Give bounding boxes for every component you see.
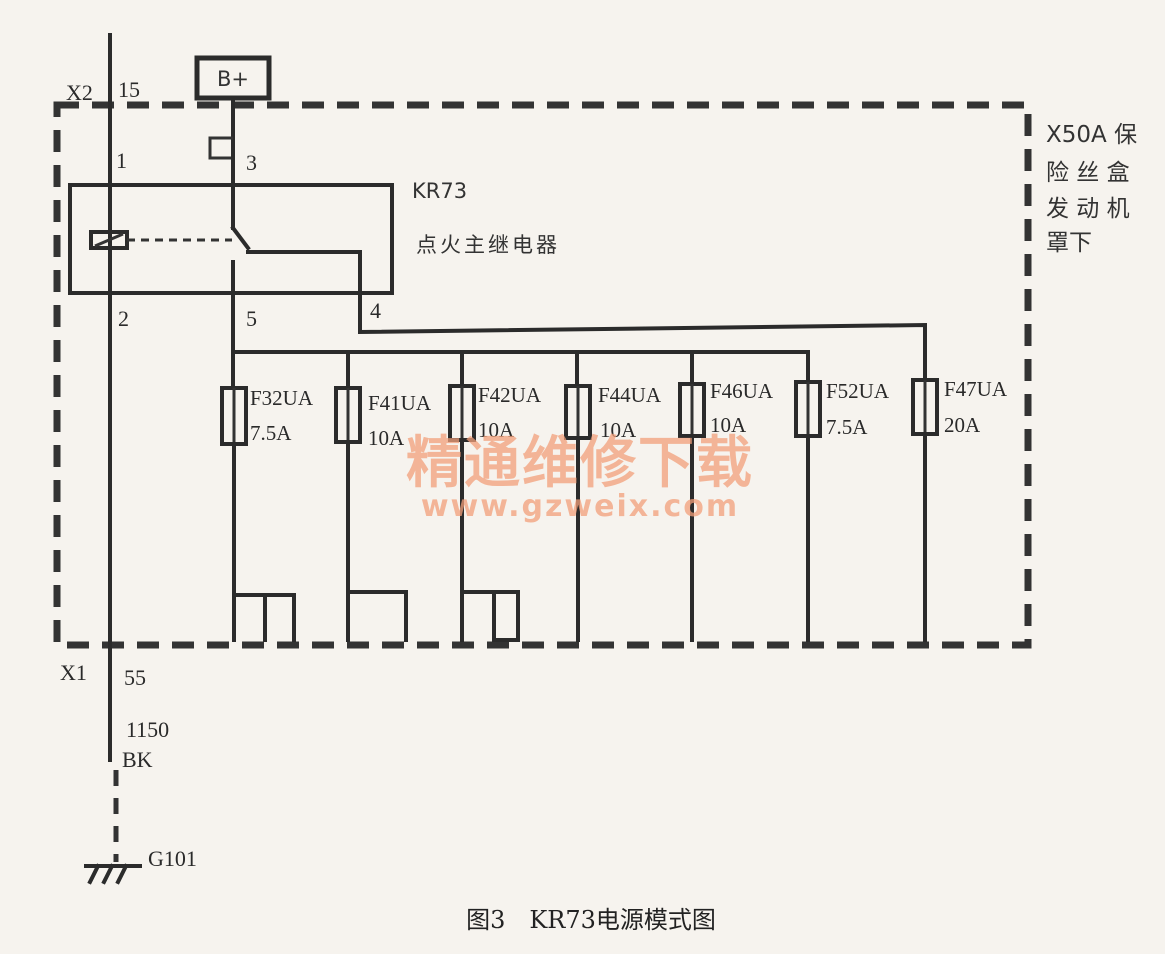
connector-x1-label: X1 [60,660,87,685]
fuse-f47ua-rating: 20A [944,413,981,437]
fuse-f42ua-rating: 10A [478,418,515,442]
pin-3-stub [208,136,233,160]
ground-wire-color: BK [122,747,153,772]
fuse-f42ua-name: F42UA [478,383,542,407]
figure-caption: 图3 KR73电源模式图 [466,906,716,934]
connector-x2-pin: 15 [118,77,140,102]
relay-pin-5-label: 5 [246,306,257,331]
ground-symbol [84,863,142,885]
svg-text:罩下: 罩下 [1046,230,1092,256]
relay-pin-1-label: 1 [116,148,127,173]
svg-text:X50A 保: X50A 保 [1046,122,1137,148]
fuse-f52ua-rating: 7.5A [826,415,868,439]
ground-label: G101 [148,846,197,871]
fuse-f44ua-name: F44UA [598,383,662,407]
bus-pin-4 [358,291,927,382]
relay-switch-blade [230,225,251,251]
fuse-f52ua-name: F52UA [826,379,890,403]
battery-positive-label: B+ [217,67,249,91]
connector-x1-pin: 55 [124,665,146,690]
fuse-f52ua [794,380,822,438]
fuse-f47ua-name: F47UA [944,377,1008,401]
fuse-f46ua-name: F46UA [710,379,774,403]
fuse-f44ua-rating: 10A [600,418,637,442]
fuse-f32ua-rating: 7.5A [250,421,292,445]
relay-id-label: KR73 [412,179,467,203]
fuse-branches [231,350,810,390]
fuse-f32ua-name: F32UA [250,386,314,410]
svg-text:发 动 机: 发 动 机 [1046,196,1130,222]
relay-pin-3-label: 3 [246,150,257,175]
fuse-box-boundary [53,101,1032,649]
relay-coil-slash [94,232,124,248]
svg-text:险 丝 盒: 险 丝 盒 [1046,160,1130,186]
relay-pin-4-label: 4 [370,298,381,323]
fuse-f41ua-rating: 10A [368,426,405,450]
fuse-outputs [232,432,927,642]
connector-x2-label: X2 [66,80,93,105]
relay-name-label: 点火主继电器 [416,233,560,257]
ground-wire-circuit: 1150 [126,717,169,742]
fuse-f46ua-rating: 10A [710,413,747,437]
fuse-f32ua [220,386,248,446]
watermark-url: www.gzweix.com [421,489,739,524]
relay-pin-2-label: 2 [118,306,129,331]
fuse-f47ua [911,378,939,436]
fuse-f41ua [334,386,362,444]
fuse-f41ua-name: F41UA [368,391,432,415]
fuse-box-label: X50A 保 险 丝 盒 发 动 机 罩下 [1046,122,1137,256]
fuse-f46ua [678,382,706,438]
watermark-text: 精通维修下载 [406,431,754,496]
